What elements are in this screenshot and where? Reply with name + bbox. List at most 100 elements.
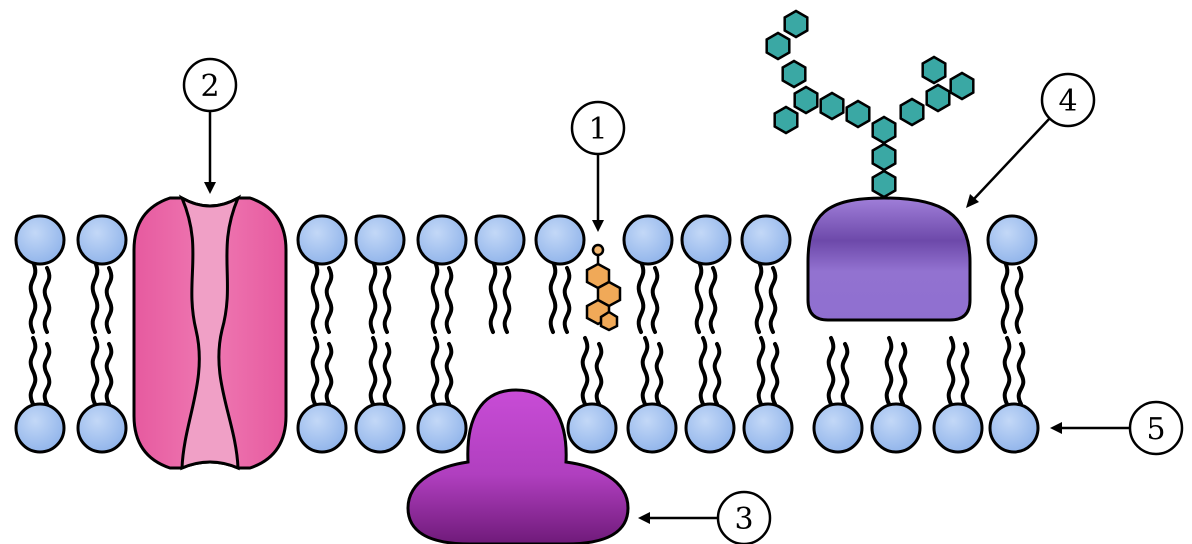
lipid-tail [946,336,956,406]
lipid-tail [580,336,590,406]
lipid-tail [430,336,440,406]
phospholipid-head [354,214,406,266]
lipid-tail [708,266,718,334]
sugar-unit [871,169,897,199]
lipid-tail [1016,342,1026,406]
label-4: 4 [966,72,1096,208]
glycoprotein-icon [765,9,975,322]
phospholipid-head [354,402,406,454]
lipid-tail [90,336,100,406]
label-2: 2 [182,57,238,194]
label-3-number: 3 [734,502,753,537]
lipid-tail [960,342,970,406]
sugar-unit [765,31,791,61]
phospholipid-head [14,402,66,454]
lipid-tail [310,260,320,334]
channel-protein-icon [132,194,288,471]
phospholipid-heads-layer [14,214,1040,454]
lipid-tail [488,260,498,334]
label-5: 5 [1050,400,1184,456]
phospholipid-head [566,402,618,454]
lipid-tail [636,260,646,334]
carbohydrate-chain-icon [765,9,975,199]
channel-protein-pore [178,194,242,471]
lipid-tail [310,336,320,406]
lipid-tail [754,260,764,334]
lipid-tail [840,342,850,406]
phospholipid-head [416,402,468,454]
sugar-unit [793,85,819,115]
phospholipid-head [986,214,1038,266]
lipid-tail [382,266,392,334]
phospholipid-head [76,402,128,454]
phospholipid-head [626,402,678,454]
sugar-unit [871,115,897,145]
phospholipid-head [474,214,526,266]
lipid-tail [324,342,334,406]
phospholipid-head [742,402,794,454]
cholesterol-icon [585,243,622,332]
glycoprotein-body [806,196,972,322]
lipid-tail [650,266,660,334]
lipid-tail [640,336,650,406]
lipid-tail [28,336,38,406]
phospholipid-head [14,214,66,266]
phospholipid-head [622,214,674,266]
sugar-unit [819,91,845,121]
lipid-tails-layer [28,260,1026,406]
phospholipid-head [870,402,922,454]
phospholipid-head [812,402,864,454]
lipid-tail [42,342,52,406]
lipid-tail [444,342,454,406]
lipid-tail [826,336,836,406]
lipid-tail [712,342,722,406]
lipid-tail [42,266,52,334]
label-1-number: 1 [588,112,607,147]
lipid-tail [104,266,114,334]
sugar-unit [871,142,897,172]
peripheral-protein-icon [406,388,630,544]
lipid-tail [324,266,334,334]
sugar-unit [781,59,807,89]
label-4-number: 4 [1058,84,1077,119]
lipid-tail [562,266,572,334]
lipid-tail [768,266,778,334]
lipid-tail [698,336,708,406]
phospholipid-head [740,214,792,266]
lipid-tail [90,260,100,334]
sugar-unit [783,9,809,39]
lipid-tail [382,342,392,406]
label-2-number: 2 [200,69,219,104]
phospholipid-head [296,402,348,454]
phospholipid-head [296,214,348,266]
sugar-unit [773,105,799,135]
lipid-tail [1002,336,1012,406]
lipid-tail [770,342,780,406]
lipid-tail [368,260,378,334]
lipid-tail [368,336,378,406]
lipid-tail [548,260,558,334]
sugar-unit [925,83,951,113]
lipid-tail [898,342,908,406]
lipid-tail [694,260,704,334]
phospholipid-head [534,214,586,266]
label-1: 1 [570,100,626,232]
phospholipid-head [932,402,984,454]
lipid-tail [594,342,604,406]
phospholipid-head [416,214,468,266]
lipid-tail [1000,260,1010,334]
lipid-tail [884,336,894,406]
label-5-number: 5 [1146,412,1165,447]
phospholipid-head [684,402,736,454]
sugar-unit [949,71,975,101]
lipid-tail [28,260,38,334]
lipid-tail [430,260,440,334]
label-3: 3 [638,490,772,544]
lipid-tail [502,266,512,334]
lipid-tail [654,342,664,406]
sugar-unit [845,99,871,129]
lipid-tail [104,342,114,406]
sugar-unit [921,55,947,85]
lipid-tail [1014,266,1024,334]
